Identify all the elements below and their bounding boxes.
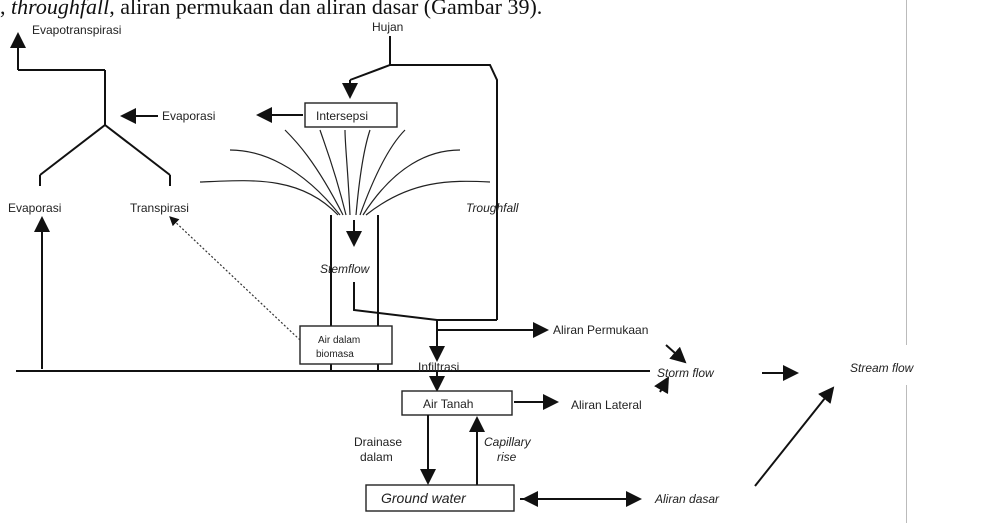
label-aliran-permukaan: Aliran Permukaan: [553, 323, 648, 337]
caption-italic: throughfall: [11, 0, 110, 19]
separator-top: [906, 0, 907, 345]
label-stream-flow: Stream flow: [850, 361, 915, 375]
label-intersepsi: Intersepsi: [316, 109, 368, 123]
label-evaporasi-top: Evaporasi: [162, 109, 215, 123]
label-drainase-2: dalam: [360, 450, 393, 464]
label-storm-flow: Storm flow: [657, 366, 715, 380]
label-aliran-lateral: Aliran Lateral: [571, 398, 642, 412]
label-drainase-1: Drainase: [354, 435, 402, 449]
label-troughfall: Troughfall: [466, 201, 519, 215]
biomasa-transpirasi-arrow: [169, 216, 301, 341]
label-capillary-2: rise: [497, 450, 517, 464]
label-air-dalam-2: biomasa: [316, 349, 354, 360]
lateral-to-storm-arrow: [654, 376, 669, 395]
label-hujan: Hujan: [372, 20, 403, 34]
label-capillary-1: Capillary: [484, 435, 532, 449]
label-transpirasi: Transpirasi: [130, 201, 189, 215]
air-tanah-box: [401, 390, 513, 416]
caption-prefix: ,: [0, 0, 11, 19]
air-dalam-biomasa-box: [299, 325, 393, 365]
caption-text: , throughfall, aliran permukaan dan alir…: [0, 0, 542, 20]
label-evaporasi: Evaporasi: [8, 201, 61, 215]
stemflow-path: [353, 282, 438, 321]
permukaan-to-storm-arrow: [665, 344, 687, 364]
label-air-tanah: Air Tanah: [423, 397, 473, 411]
label-infiltrasi: Infiltrasi: [418, 360, 459, 374]
branch-evaporasi: [39, 124, 106, 176]
intersepsi-box: [304, 102, 398, 128]
ground-water-box: [365, 484, 515, 512]
caption-rest: , aliran permukaan dan aliran dasar (Gam…: [109, 0, 543, 19]
label-stemflow: Stemflow: [320, 262, 371, 276]
label-ground-water: Ground water: [381, 490, 467, 506]
branch-transpirasi: [104, 124, 171, 176]
label-aliran-dasar: Aliran dasar: [654, 492, 720, 506]
hujan-split: [349, 64, 498, 320]
label-air-dalam-1: Air dalam: [318, 335, 360, 346]
separator-bottom: [906, 385, 907, 523]
aliran-dasar-to-stream-arrow: [754, 386, 835, 487]
tree-canopy: [199, 129, 491, 216]
label-evapotranspirasi: Evapotranspirasi: [32, 23, 121, 37]
